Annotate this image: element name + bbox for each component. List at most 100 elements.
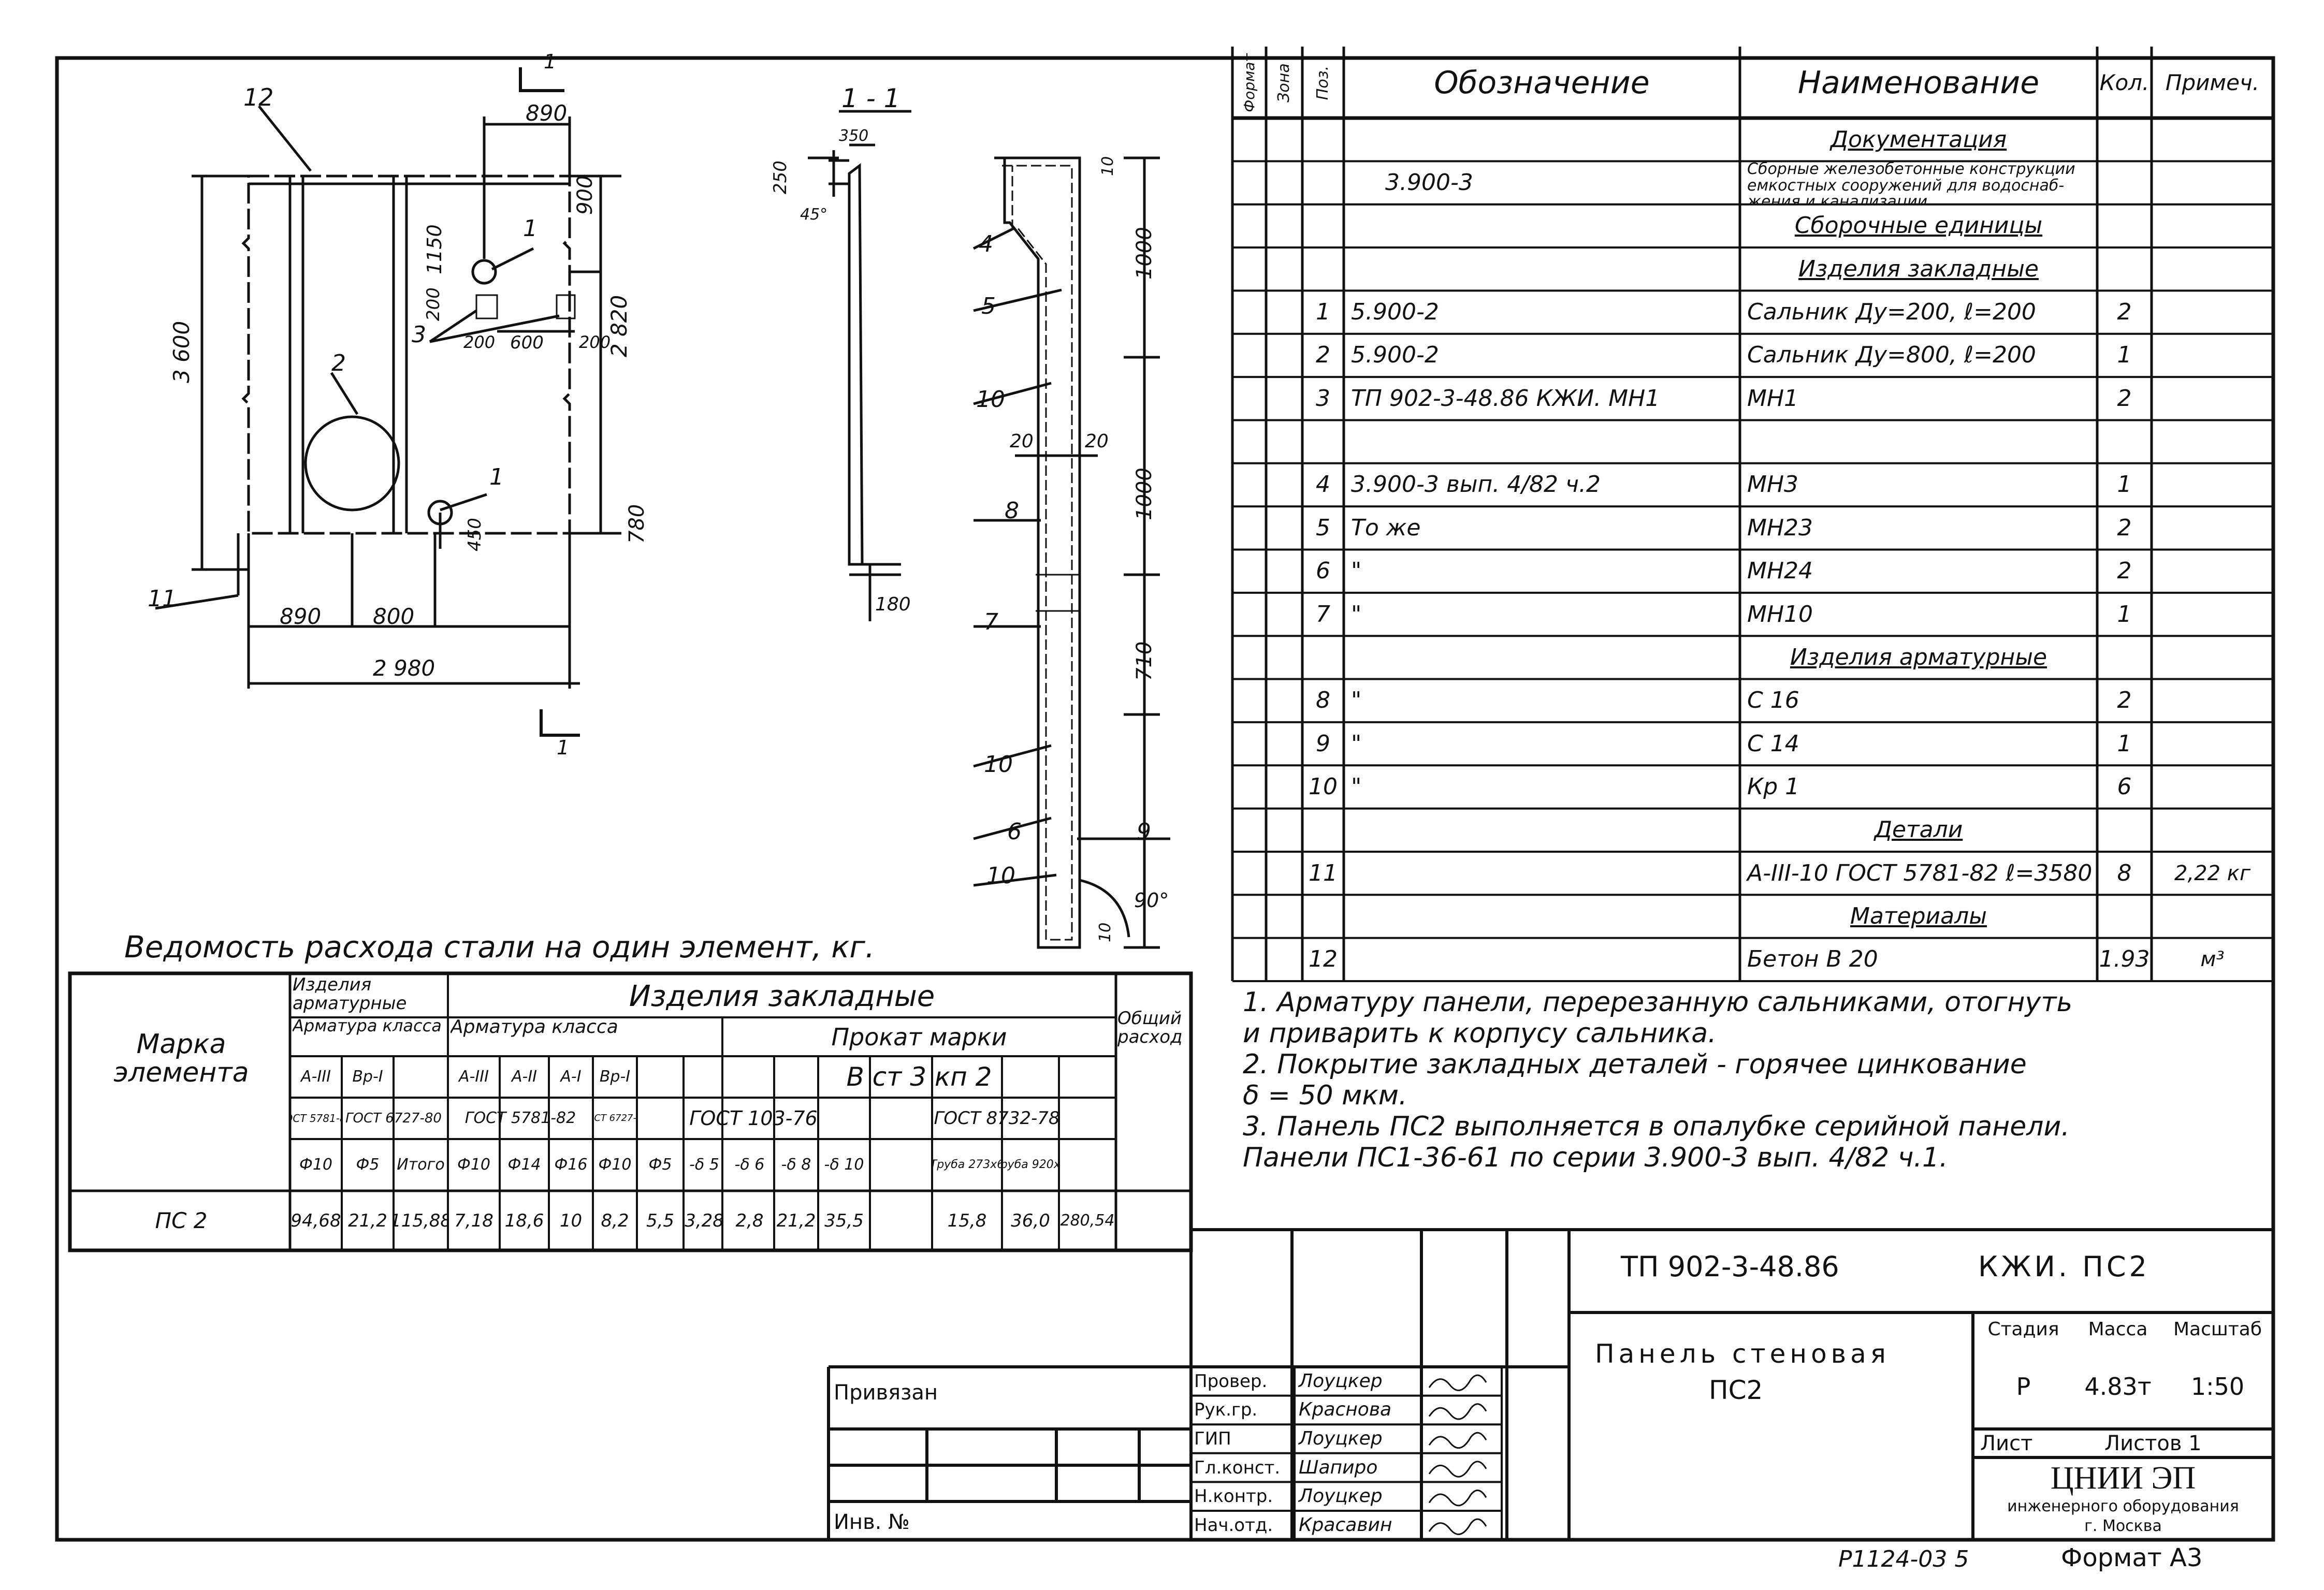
steel-gost: ГОСТ 5781-82: [464, 1109, 576, 1127]
title-code: ТП 902-3-48.86: [1621, 1250, 1839, 1283]
steel-class: А-I: [560, 1068, 582, 1086]
steel-gost: ГОСТ 6727-80: [593, 1113, 637, 1124]
spec-cell-qty: 1.93: [2099, 946, 2150, 973]
steel-value: 3,28: [685, 1210, 724, 1231]
spec-cell-designation: [1344, 895, 1740, 938]
stage-value: Р: [2016, 1372, 2031, 1401]
rebar-mark-5: 5: [981, 293, 996, 319]
steel-gost: ГОСТ 6727-80: [345, 1111, 442, 1126]
steel-value: 10: [559, 1210, 583, 1231]
spec-h-qty: Кол.: [2099, 70, 2149, 95]
steel-class: А-II: [511, 1068, 538, 1086]
rebar-dim-710: 710: [1132, 641, 1156, 681]
spec-cell-qty: [2097, 636, 2152, 679]
spec-cell-pos: [1302, 161, 1344, 204]
spec-cell-qty: 1: [2117, 342, 2132, 369]
mark-3: 3: [412, 322, 426, 348]
rebar-mark-10a: 10: [976, 386, 1005, 413]
steel-h-zakl: Изделия закладные: [629, 980, 935, 1013]
steel-h-zakl-class: Арматура класса: [451, 1017, 618, 1038]
steel-size: Ф10: [457, 1156, 490, 1174]
rebar-mark-4: 4: [979, 231, 993, 257]
spec-cell-designation: То же: [1351, 514, 1421, 541]
dim-1150: 1150: [423, 224, 446, 274]
spec-cell-note: 2,22 кг: [2174, 861, 2250, 885]
org-line2: инженерного оборудования: [2007, 1497, 2239, 1515]
scale-value: 1:50: [2190, 1372, 2245, 1401]
spec-cell-pos: 2: [1316, 342, 1330, 369]
spec-cell-designation: [1344, 118, 1740, 161]
dim-780: 780: [625, 504, 649, 544]
steel-size: Труба 920х8: [1002, 1158, 1059, 1171]
dim-2820: 2 820: [606, 295, 632, 357]
steel-value: 2,8: [735, 1210, 764, 1231]
section-mark-bottom: 1: [557, 736, 570, 759]
section-1-1: [808, 110, 911, 621]
steel-size: -δ 6: [734, 1156, 765, 1174]
spec-cell-designation: [1344, 938, 1740, 981]
rebar-dim-1000b: 1000: [1132, 468, 1156, 520]
spec-cell-qty: 1: [2117, 601, 2132, 628]
steel-size: Ф5: [648, 1156, 672, 1174]
signer-role: ГИП: [1194, 1428, 1231, 1449]
signature: [1428, 1461, 1487, 1478]
spec-cell-name: Сборные железобетонные конструкции емкос…: [1747, 161, 2075, 205]
spec-cell-name: Документация: [1830, 126, 2007, 153]
steel-value: 7,18: [454, 1210, 493, 1231]
panel-name: Панель стеновая: [1595, 1339, 1890, 1369]
signer-name: Красавин: [1299, 1514, 1392, 1536]
note-line: 3. Панель ПС2 выполняется в опалубке сер…: [1243, 1111, 2070, 1142]
steel-h-mark: Марка элемента: [113, 1030, 249, 1088]
signer-role: Нач.отд.: [1194, 1514, 1273, 1536]
spec-cell-designation: ": [1351, 558, 1362, 585]
spec-cell-name: Кр 1: [1747, 773, 1800, 800]
spec-cell-note: [2152, 895, 2273, 938]
note-line: 2. Покрытие закладных деталей - горячее …: [1243, 1049, 2027, 1080]
steel-value: 18,6: [504, 1210, 544, 1231]
spec-cell-note: [2152, 420, 2273, 463]
signer-name: Лоуцкер: [1299, 1485, 1383, 1507]
spec-cell-designation: ": [1351, 601, 1362, 628]
spec-cell-name: Сальник Ду=200, ℓ=200: [1747, 299, 2036, 326]
steel-size: Труба 273х6: [932, 1158, 1002, 1171]
spec-cell-note: [2152, 118, 2273, 161]
spec-cell-qty: 2: [2117, 385, 2132, 412]
spec-cell-qty: [2097, 161, 2152, 204]
org-line3: г. Москва: [2084, 1517, 2162, 1535]
spec-cell-pos: 7: [1316, 601, 1330, 628]
rebar-dim-20b: 20: [1085, 431, 1109, 452]
section-mark-top: 1: [544, 50, 557, 73]
spec-h-note: Примеч.: [2165, 70, 2260, 95]
spec-cell-designation: [1344, 205, 1740, 247]
signer-role: Н.контр.: [1194, 1486, 1273, 1507]
spec-cell-name: Сальник Ду=800, ℓ=200: [1747, 342, 2036, 369]
steel-gost: ГОСТ 8732-78: [934, 1108, 1060, 1129]
steel-value: [870, 1191, 932, 1250]
spec-cell-designation: 5.900-2: [1351, 342, 1439, 369]
dim-200b: 200: [579, 332, 611, 352]
dim-900: 900: [573, 175, 597, 215]
steel-size: Ф5: [356, 1156, 380, 1174]
steel-class: А-III: [301, 1068, 331, 1086]
mark-11: 11: [148, 586, 177, 612]
spec-cell-pos: 9: [1316, 730, 1330, 757]
steel-class: А-III: [459, 1068, 489, 1086]
spec-cell-designation: 3.900-3 вып. 4/82 ч.2: [1351, 471, 1601, 498]
signer-role: Провер.: [1194, 1370, 1268, 1392]
dim-890-bottom: 890: [280, 604, 322, 629]
spec-cell-note: [2152, 205, 2273, 247]
rebar-mark-7: 7: [984, 609, 998, 635]
spec-cell-name: Изделия арматурные: [1790, 644, 2047, 670]
dim-200: 200: [423, 287, 444, 321]
spec-cell-name: МН24: [1747, 558, 1813, 585]
mass-header: Масса: [2088, 1318, 2148, 1340]
dim-180: 180: [875, 594, 911, 615]
spec-cell-name: [1740, 420, 2097, 463]
dim-2980: 2 980: [373, 655, 435, 681]
signer-role: Гл.конст.: [1194, 1457, 1281, 1478]
spec-cell-note: [2152, 506, 2273, 549]
spec-cell-pos: [1302, 895, 1344, 938]
signature: [1428, 1374, 1487, 1391]
spec-cell-note: [2152, 463, 2273, 506]
rebar-dim-10a: 10: [1099, 156, 1117, 176]
